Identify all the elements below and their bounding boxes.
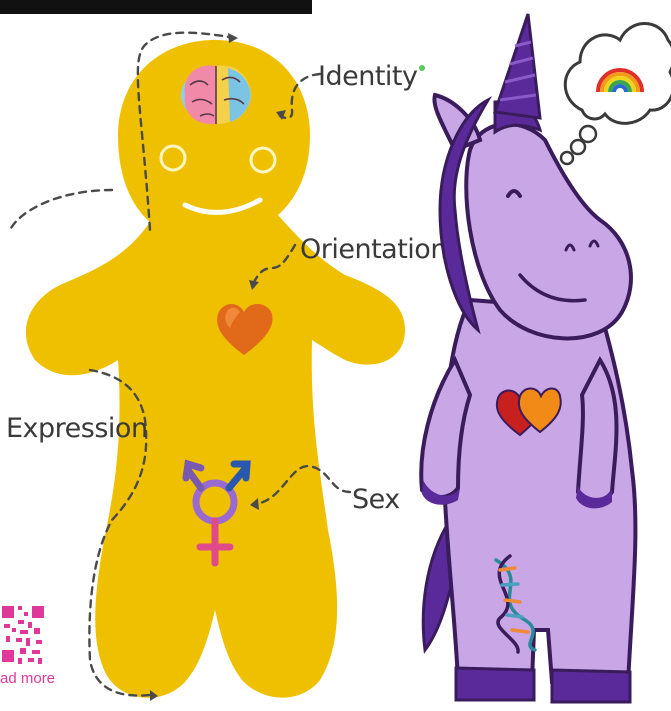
unicorn-horn bbox=[495, 14, 540, 118]
gingerbread-person bbox=[26, 40, 405, 698]
qr-code-icon: ad more bbox=[0, 604, 55, 687]
sex-label: Sex bbox=[352, 484, 400, 515]
right-foot-hoof bbox=[552, 670, 630, 702]
brain-icon bbox=[181, 65, 251, 124]
orientation-label: Orientation bbox=[300, 234, 447, 265]
gingerbread-body bbox=[26, 40, 405, 698]
expression-label: Expression bbox=[6, 413, 148, 444]
left-foot-hoof bbox=[456, 668, 534, 700]
thought-bubble bbox=[561, 24, 671, 165]
qr-caption: ad more bbox=[0, 670, 55, 687]
identity-label: Identity bbox=[318, 61, 418, 92]
green-dot bbox=[419, 65, 425, 71]
top-bar bbox=[0, 0, 312, 14]
unicorn bbox=[421, 14, 671, 702]
